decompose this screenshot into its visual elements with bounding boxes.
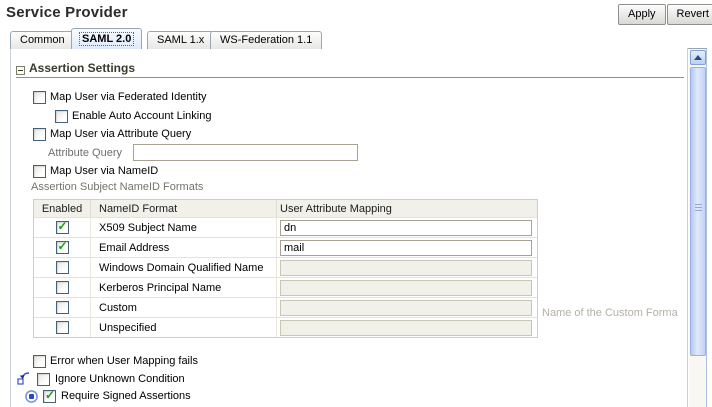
tab-saml-2-0[interactable]: SAML 2.0 bbox=[71, 28, 143, 49]
map-user-nameid-label: Map User via NameID bbox=[50, 165, 159, 177]
map-user-attribute-query-label: Map User via Attribute Query bbox=[50, 128, 192, 140]
map-user-attribute-query-checkbox[interactable] bbox=[33, 128, 46, 141]
toolbar: Apply Revert bbox=[617, 4, 712, 25]
row-enabled-checkbox[interactable] bbox=[55, 321, 69, 334]
row-mapping-input bbox=[280, 259, 532, 276]
scrollbar-up-button[interactable] bbox=[690, 50, 706, 65]
attribute-query-field-label: Attribute Query bbox=[48, 147, 122, 159]
nameid-formats-table: Enabled NameID Format User Attribute Map… bbox=[33, 199, 538, 338]
tab-ws-federation-label: WS-Federation 1.1 bbox=[220, 34, 313, 46]
error-user-mapping-checkbox[interactable] bbox=[33, 355, 46, 368]
row-format-label: X509 Subject Name bbox=[91, 218, 277, 237]
tab-common[interactable]: Common bbox=[10, 31, 75, 49]
revert-button[interactable]: Revert bbox=[666, 4, 712, 25]
changed-indicator-icon bbox=[16, 371, 31, 389]
row-format-label: Kerberos Principal Name bbox=[91, 278, 277, 297]
row-format-label: Custom bbox=[91, 298, 277, 317]
row-mapping-input bbox=[280, 299, 532, 316]
map-user-nameid-checkbox[interactable] bbox=[33, 165, 46, 178]
ignore-unknown-checkbox[interactable] bbox=[37, 373, 50, 386]
row-enabled-checkbox[interactable] bbox=[55, 261, 69, 274]
col-header-mapping: User Attribute Mapping bbox=[280, 202, 392, 215]
tab-common-label: Common bbox=[20, 34, 65, 46]
row-enabled-checkbox[interactable] bbox=[55, 301, 69, 314]
table-header-row: Enabled NameID Format User Attribute Map… bbox=[34, 200, 537, 217]
table-row: Kerberos Principal Name bbox=[34, 277, 537, 297]
scrollbar-grip-icon bbox=[695, 204, 702, 212]
row-enabled-checkbox[interactable] bbox=[55, 220, 69, 234]
map-user-federated-checkbox[interactable] bbox=[33, 91, 46, 104]
table-row: Email Address bbox=[34, 237, 537, 257]
section-divider bbox=[16, 77, 684, 78]
scrollbar-thumb[interactable] bbox=[690, 67, 706, 356]
row-enabled-checkbox[interactable] bbox=[55, 281, 69, 294]
auto-account-linking-label: Enable Auto Account Linking bbox=[72, 110, 212, 122]
row-mapping-input bbox=[280, 319, 532, 336]
map-user-federated-label: Map User via Federated Identity bbox=[50, 91, 207, 103]
tab-saml-1-x-label: SAML 1.x bbox=[157, 34, 205, 46]
row-format-label: Unspecified bbox=[91, 318, 277, 337]
row-mapping-input[interactable] bbox=[280, 219, 532, 236]
error-user-mapping-label: Error when User Mapping fails bbox=[50, 355, 198, 367]
vertical-scrollbar[interactable] bbox=[689, 49, 707, 407]
row-mapping-input bbox=[280, 279, 532, 296]
page-title: Service Provider bbox=[6, 4, 128, 21]
applied-indicator-icon bbox=[24, 389, 39, 407]
require-signed-checkbox[interactable] bbox=[43, 389, 56, 403]
tab-saml-1-x[interactable]: SAML 1.x bbox=[147, 31, 215, 49]
col-header-enabled: Enabled bbox=[34, 200, 91, 217]
col-header-format: NameID Format bbox=[91, 200, 277, 217]
section-title: Assertion Settings bbox=[29, 61, 136, 75]
auto-account-linking-checkbox[interactable] bbox=[55, 110, 68, 123]
table-row: Unspecified bbox=[34, 317, 537, 337]
table-row: Windows Domain Qualified Name bbox=[34, 257, 537, 277]
attribute-query-input[interactable] bbox=[133, 144, 358, 161]
chevron-up-icon bbox=[694, 55, 702, 60]
row-format-label: Email Address bbox=[91, 238, 277, 257]
row-mapping-input[interactable] bbox=[280, 239, 532, 256]
tab-ws-federation[interactable]: WS-Federation 1.1 bbox=[210, 31, 323, 49]
row-format-label: Windows Domain Qualified Name bbox=[91, 258, 277, 277]
custom-format-hint: Name of the Custom Forma bbox=[542, 307, 678, 319]
nameid-formats-caption: Assertion Subject NameID Formats bbox=[31, 181, 204, 193]
row-enabled-checkbox[interactable] bbox=[55, 240, 69, 254]
table-row: Custom bbox=[34, 297, 537, 317]
table-row: X509 Subject Name bbox=[34, 217, 537, 237]
tab-saml-2-0-label: SAML 2.0 bbox=[79, 32, 135, 46]
ignore-unknown-label: Ignore Unknown Condition bbox=[55, 373, 185, 385]
require-signed-label: Require Signed Assertions bbox=[61, 390, 191, 402]
collapse-minus-icon[interactable] bbox=[16, 66, 25, 75]
apply-button[interactable]: Apply bbox=[618, 4, 666, 25]
